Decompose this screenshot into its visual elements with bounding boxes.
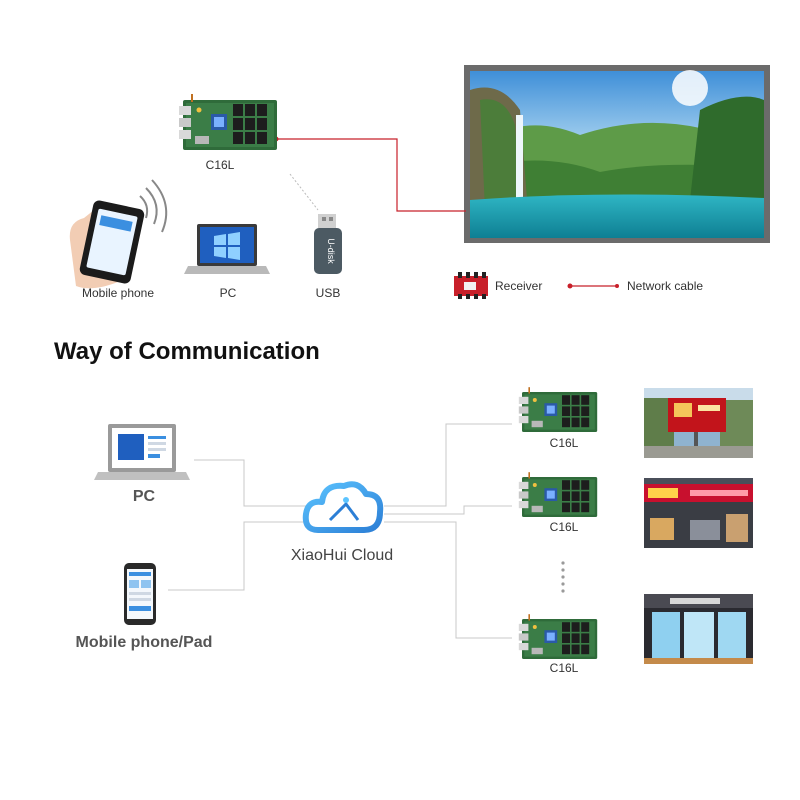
controller-board-top: [179, 94, 277, 150]
cloud-label: XiaoHui Cloud: [290, 547, 394, 564]
mobile-phone-icon: [69, 179, 168, 289]
led-display: [464, 65, 770, 243]
controller-label-top: C16L: [205, 158, 235, 172]
wireless-link: [289, 173, 319, 211]
legend-cable-label: Network cable: [627, 279, 704, 293]
usb-stick-text: U-disk: [326, 238, 336, 264]
controller-board-1: [518, 387, 598, 432]
pc-label-bottom: PC: [132, 488, 156, 505]
receiver-card-icon: [454, 272, 488, 299]
controller-label-3: C16L: [549, 661, 579, 675]
controller-label-2: C16L: [549, 520, 579, 534]
usb-label: USB: [315, 286, 341, 300]
application-photo-storefront: [644, 478, 753, 548]
controller-board-3: [518, 614, 598, 659]
pc-label-top: PC: [219, 286, 237, 300]
controller-board-2: [518, 472, 598, 517]
usb-stick-icon: U-disk: [314, 214, 342, 274]
connector-lines-left: [168, 459, 306, 591]
laptop-large-icon: [94, 424, 190, 480]
section-title: Way of Communication: [54, 338, 320, 365]
laptop-icon: [184, 224, 270, 274]
network-cable-line: [273, 136, 466, 212]
ellipsis-dots: [561, 561, 565, 593]
legend-receiver-label: Receiver: [495, 279, 543, 293]
connector-lines-right: [384, 423, 512, 639]
application-photo-billboard: [644, 388, 753, 458]
controller-label-1: C16L: [549, 436, 579, 450]
mobile-phone-label: Mobile phone: [81, 286, 155, 300]
network-cable-legend-line: [567, 283, 619, 289]
application-photo-shop-window: [644, 594, 753, 664]
cloud-icon: [302, 481, 384, 533]
mobile-pad-label: Mobile phone/Pad: [75, 634, 213, 651]
smartphone-icon: [124, 563, 156, 625]
